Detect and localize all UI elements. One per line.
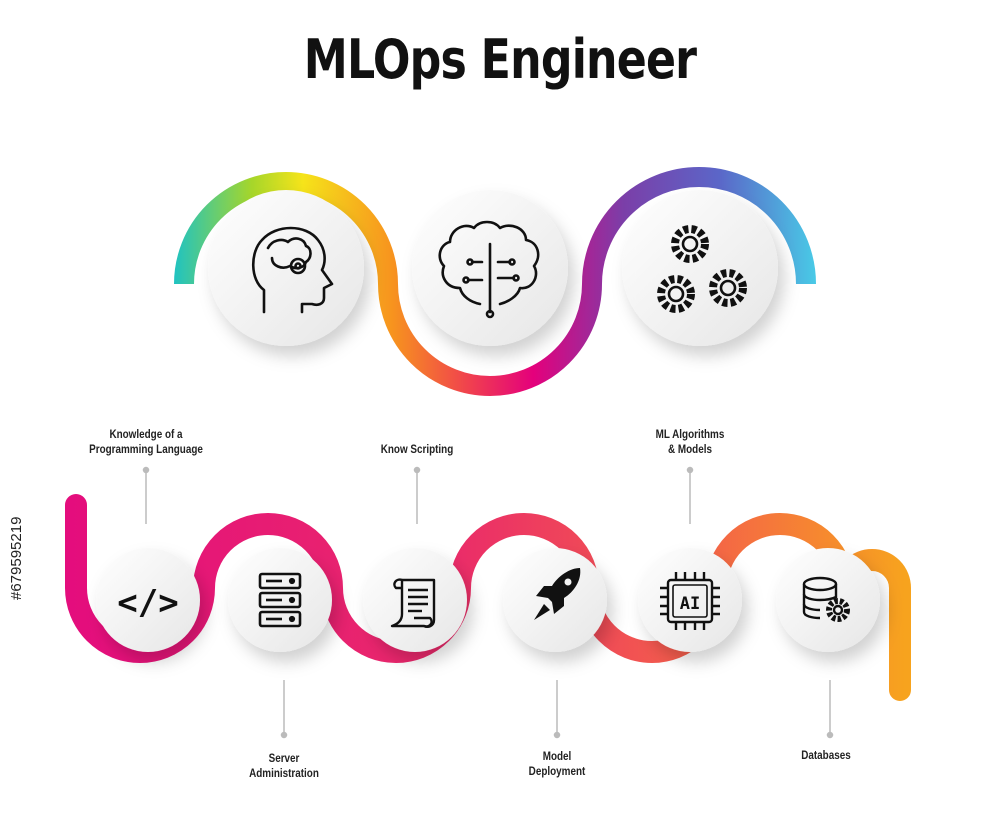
brain-circuit-icon: [438, 220, 540, 319]
gears-icon: [657, 225, 747, 313]
step-label-deployment: Model Deployment: [528, 751, 586, 778]
ai-chip-icon: [660, 572, 720, 630]
stock-id: #679595219: [8, 516, 25, 600]
connector-lines: [142, 466, 834, 739]
top-ribbon: [174, 167, 816, 396]
server-icon: [258, 572, 302, 628]
code-icon: </>: [117, 583, 178, 623]
step-label-programming: Knowledge of a Programming Language: [89, 429, 203, 456]
page-title: MLOps Engineer: [303, 28, 697, 91]
step-label-databases: Databases: [801, 750, 851, 762]
database-gear-icon: [802, 576, 850, 622]
rocket-icon: [534, 568, 581, 620]
bottom-ribbon: [65, 494, 911, 701]
bottom-circles: [96, 548, 880, 652]
step-label-scripting: Know Scripting: [380, 444, 454, 456]
ai-chip-label: AI: [680, 594, 700, 614]
step-label-server: Server Administration: [249, 753, 319, 780]
step-label-ml-algorithms: ML Algorithms & Models: [655, 429, 725, 456]
head-gear-icon: [251, 226, 334, 314]
scroll-icon: [390, 578, 436, 628]
